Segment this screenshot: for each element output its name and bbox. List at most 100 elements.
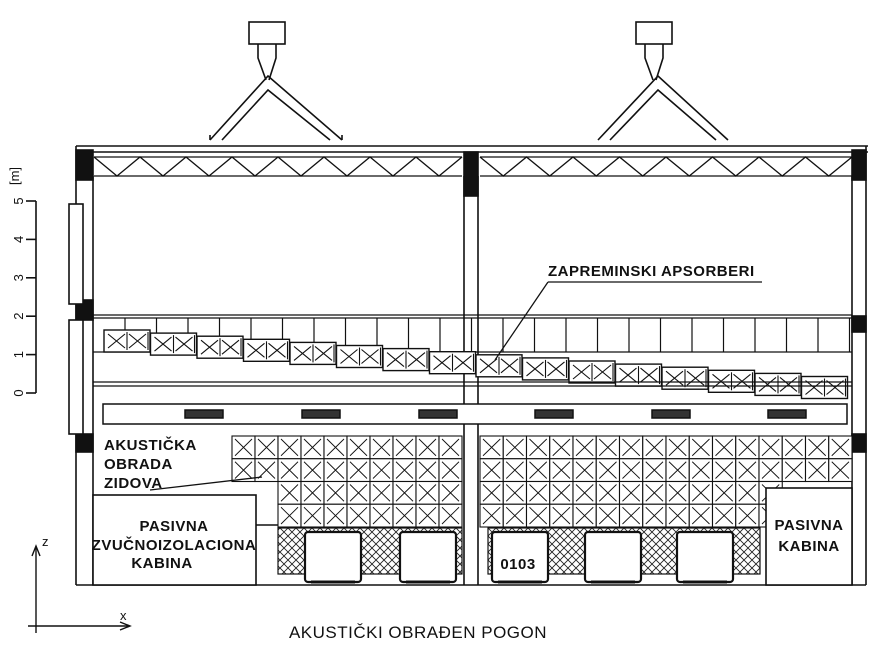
label-cabin-left-3: KABINA	[131, 555, 192, 572]
wall-panel	[277, 458, 302, 483]
wall-panel	[323, 480, 348, 505]
machine	[398, 530, 458, 584]
wall-panel	[392, 458, 417, 483]
volume-absorbers	[103, 329, 849, 400]
wall-panel	[572, 435, 597, 460]
light-fixture	[184, 409, 224, 419]
wall-panel	[642, 503, 667, 528]
light-fixture	[534, 409, 574, 419]
wall-panel	[595, 458, 621, 483]
absorber-unit	[428, 351, 477, 375]
wall-panel	[277, 503, 302, 528]
scale-tick-label: 0	[11, 389, 26, 396]
absorber-unit	[800, 375, 849, 400]
absorber-unit	[614, 363, 663, 387]
wall-panel	[438, 458, 463, 483]
wall-panel	[438, 503, 463, 528]
machine	[303, 530, 363, 584]
wall-panel	[572, 458, 597, 483]
label-cabin-right-1: PASIVNA	[774, 517, 843, 534]
absorber-unit	[707, 369, 756, 393]
roof-truss	[93, 156, 853, 177]
wall-panel	[346, 435, 371, 460]
wall-panel	[618, 458, 644, 483]
caption: AKUSTIČKI OBRAĐEN POGON	[289, 623, 547, 642]
wall-panel	[277, 435, 302, 460]
wall-panel	[392, 435, 417, 460]
absorber-unit	[754, 372, 802, 397]
absorber-unit	[289, 341, 337, 366]
roof-ventilator-left	[209, 21, 343, 141]
wall-panel	[735, 480, 760, 505]
axis-z-label: z	[42, 534, 49, 549]
wall-panel	[688, 503, 714, 528]
wall-panel	[572, 480, 597, 505]
wall-panel	[502, 480, 528, 505]
wall-panel	[479, 503, 504, 528]
machines	[303, 530, 735, 584]
absorber-unit	[335, 344, 384, 369]
wall-panel	[502, 435, 528, 460]
wall-panel	[711, 435, 737, 460]
wall-panel	[479, 480, 504, 505]
floor-lines	[93, 381, 852, 387]
wall-panel	[735, 458, 760, 483]
wall-panel	[392, 480, 417, 505]
wall-panel	[479, 458, 504, 483]
machine	[675, 530, 735, 584]
wall-panel	[438, 480, 463, 505]
label-wall-treatment-2: OBRADA	[104, 456, 173, 473]
wall-panel	[711, 458, 737, 483]
wall-panel	[369, 435, 394, 460]
wall-panel	[618, 435, 644, 460]
wall-panel	[618, 480, 644, 505]
label-cabin-left-1: PASIVNA	[139, 518, 208, 535]
wall-panel	[549, 435, 574, 460]
wall-panel	[479, 435, 504, 460]
height-scale	[26, 200, 37, 394]
wall-panel	[549, 480, 574, 505]
wall-panel	[300, 458, 325, 483]
wall-panel	[525, 458, 551, 483]
wall-panel	[688, 435, 714, 460]
wall-panel	[735, 503, 760, 528]
wall-panel	[300, 480, 325, 505]
wall-panel	[665, 435, 690, 460]
wall-panel	[642, 480, 667, 505]
wall-panel	[415, 458, 440, 483]
wall-panel	[642, 458, 667, 483]
wall-panel	[595, 503, 621, 528]
absorber-unit	[103, 329, 151, 353]
leader-wall-treatment	[149, 476, 263, 491]
label-cabin-left-2: ZVUČNOIZOLACIONA	[92, 536, 257, 554]
wall-panel	[502, 503, 528, 528]
absorber-unit	[661, 366, 709, 390]
label-absorbers: ZAPREMINSKI APSORBERI	[548, 263, 755, 280]
scale-unit: [m]	[7, 167, 22, 185]
light-fixture	[767, 409, 807, 419]
wall-panel	[735, 435, 760, 460]
absorber-unit	[521, 357, 570, 381]
wall-panel	[415, 480, 440, 505]
wall-panel	[572, 503, 597, 528]
absorber-unit	[149, 332, 198, 356]
machine	[583, 530, 643, 584]
wall-panel	[688, 480, 714, 505]
scale-tick-label: 1	[11, 351, 26, 358]
wall-panel	[618, 503, 644, 528]
wall-panel	[346, 480, 371, 505]
wall-panel	[665, 480, 690, 505]
absorber-unit	[568, 360, 616, 384]
wall-panel	[828, 435, 853, 460]
wall-panel	[415, 503, 440, 528]
wall-panel	[346, 503, 371, 528]
wall-panel	[346, 458, 371, 483]
wall-panel	[525, 503, 551, 528]
wall-panel	[549, 458, 574, 483]
absorber-unit	[242, 338, 291, 362]
lighting-beam	[102, 403, 848, 425]
machine-code-label: 0103	[500, 556, 535, 573]
label-wall-treatment-1: AKUSTIČKA	[104, 436, 197, 454]
wall-panel	[300, 503, 325, 528]
absorber-unit	[475, 354, 523, 378]
